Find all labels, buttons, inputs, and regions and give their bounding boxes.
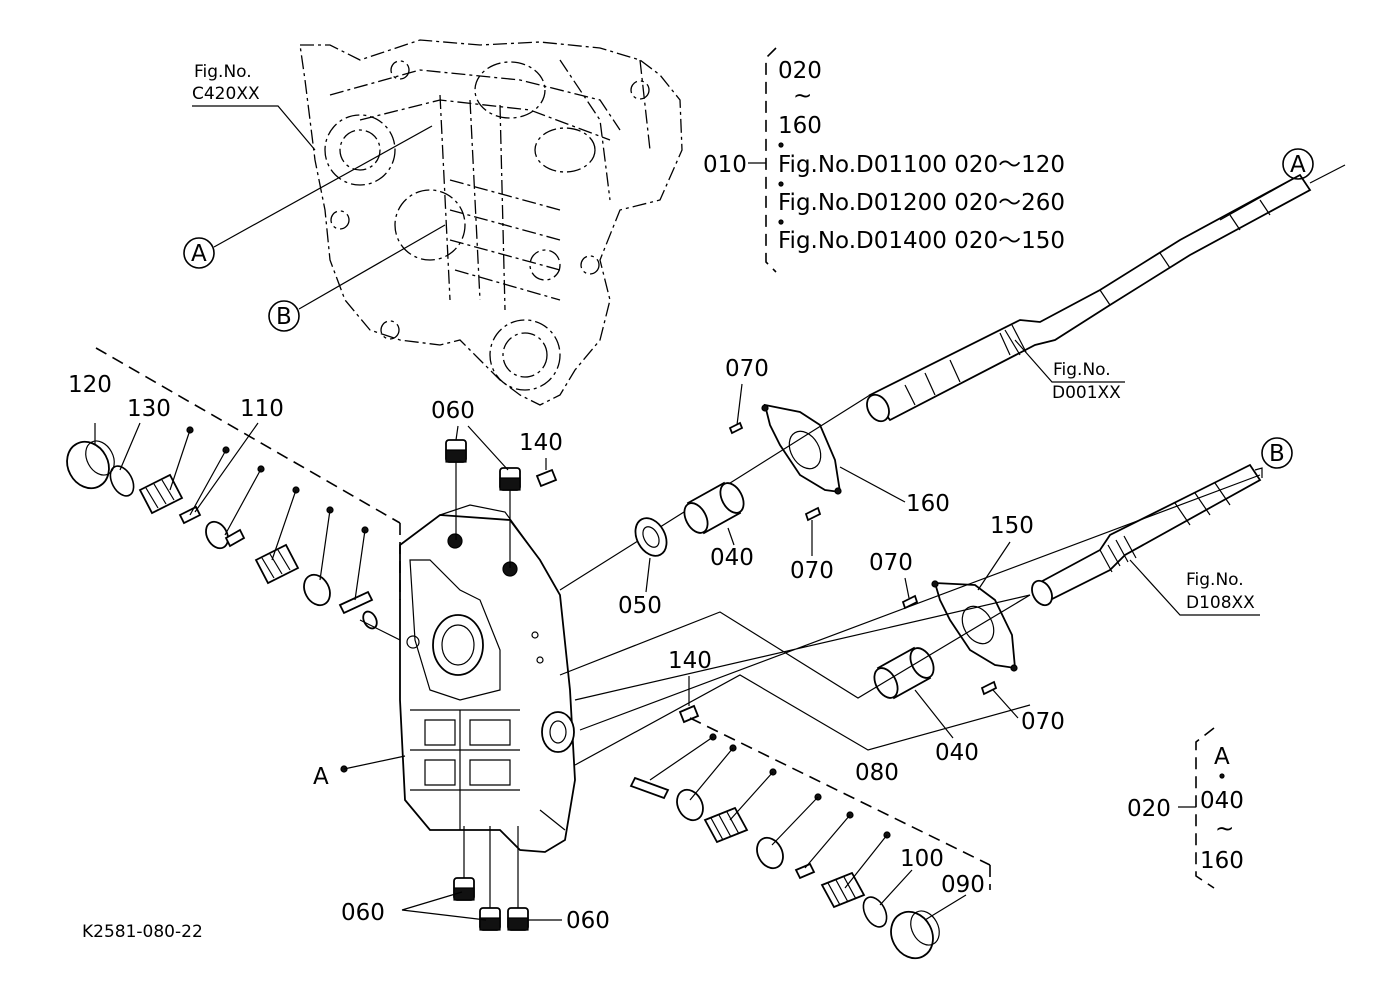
ref-d108-line2: D108XX xyxy=(1186,593,1255,613)
ref-d001-line1: Fig.No. xyxy=(1053,360,1111,380)
upper-shaft xyxy=(866,164,1346,423)
svg-text:A: A xyxy=(1214,744,1230,770)
callout-b-case: B xyxy=(268,224,446,332)
valve-body xyxy=(399,504,576,853)
group-020-number: 020 xyxy=(1127,796,1171,822)
label-A: A xyxy=(313,764,329,790)
label-130: 130 xyxy=(127,396,171,422)
group-010-ref-2: Fig.No.D01200 020～260 xyxy=(778,190,1065,216)
label-140-lower: 140 xyxy=(668,648,712,674)
pins-140 xyxy=(535,468,700,724)
valve-group-110 xyxy=(66,347,401,641)
label-110: 110 xyxy=(240,396,284,422)
bearing-040-upper xyxy=(683,481,745,535)
gasket-150 xyxy=(931,580,1018,672)
svg-text:~: ~ xyxy=(793,83,812,109)
callout-a-case: A xyxy=(183,125,433,269)
label-060-top: 060 xyxy=(431,398,475,424)
group-010-ref-1: Fig.No.D01100 020～120 xyxy=(778,152,1065,178)
svg-text:B: B xyxy=(1269,441,1285,467)
label-070-right: 070 xyxy=(869,550,913,576)
group-010-reference: 020 ~ 160 Fig.No.D01100 020～120 Fig.No.D… xyxy=(703,47,1065,273)
svg-text:A: A xyxy=(1290,152,1306,178)
ref-c420-line2: C420XX xyxy=(192,84,260,104)
group-010-number: 010 xyxy=(703,152,747,178)
group-020-reference: A 040 ~ 160 020 xyxy=(1127,727,1244,889)
label-050: 050 xyxy=(618,593,662,619)
svg-text:160: 160 xyxy=(1200,848,1244,874)
ref-c420-line1: Fig.No. xyxy=(194,62,252,82)
label-100: 100 xyxy=(900,846,944,872)
svg-text:040: 040 xyxy=(1200,788,1244,814)
diagram-id: K2581-080-22 xyxy=(82,922,203,942)
ref-c420-leader xyxy=(192,105,316,151)
svg-text:~: ~ xyxy=(1215,816,1234,842)
label-070-mid: 070 xyxy=(790,558,834,584)
valve-group-080 xyxy=(629,717,991,960)
plug-leaders xyxy=(455,462,519,908)
part-labels: 120 130 110 060 140 070 160 040 050 070 … xyxy=(68,356,1065,934)
label-040-upper: 040 xyxy=(710,545,754,571)
label-070-lower: 070 xyxy=(1021,709,1065,735)
group-010-ref-3: Fig.No.D01400 020～150 xyxy=(778,228,1065,254)
ref-d001-line2: D001XX xyxy=(1052,383,1121,403)
callout-a-shaft: A xyxy=(1282,148,1314,180)
label-160: 160 xyxy=(906,491,950,517)
label-140-top: 140 xyxy=(519,430,563,456)
label-060-left: 060 xyxy=(341,900,385,926)
leader-valve-shaft xyxy=(559,594,1031,699)
label-120: 120 xyxy=(68,372,112,398)
label-070-top: 070 xyxy=(725,356,769,382)
label-060-right: 060 xyxy=(566,908,610,934)
label-040-lower: 040 xyxy=(935,740,979,766)
ref-d108-leader xyxy=(1129,559,1260,616)
label-080: 080 xyxy=(855,760,899,786)
label-150: 150 xyxy=(990,513,1034,539)
gasket-160 xyxy=(761,403,842,495)
ref-d108-line1: Fig.No. xyxy=(1186,570,1244,590)
lower-shaft xyxy=(1031,463,1263,607)
svg-text:020: 020 xyxy=(778,58,822,84)
plugs-060 xyxy=(445,439,529,931)
ref-d001-leader xyxy=(1014,339,1125,383)
label-090: 090 xyxy=(941,872,985,898)
svg-text:B: B xyxy=(276,304,292,330)
bearing-040-lower xyxy=(873,646,935,700)
leader-valve-080 xyxy=(574,674,1031,766)
pins-070 xyxy=(728,421,998,696)
svg-text:A: A xyxy=(191,241,207,267)
transmission-case-outline xyxy=(299,39,683,406)
callout-b-shaft: B xyxy=(1261,437,1293,469)
oil-seal-050 xyxy=(634,517,668,557)
svg-text:160: 160 xyxy=(778,113,822,139)
